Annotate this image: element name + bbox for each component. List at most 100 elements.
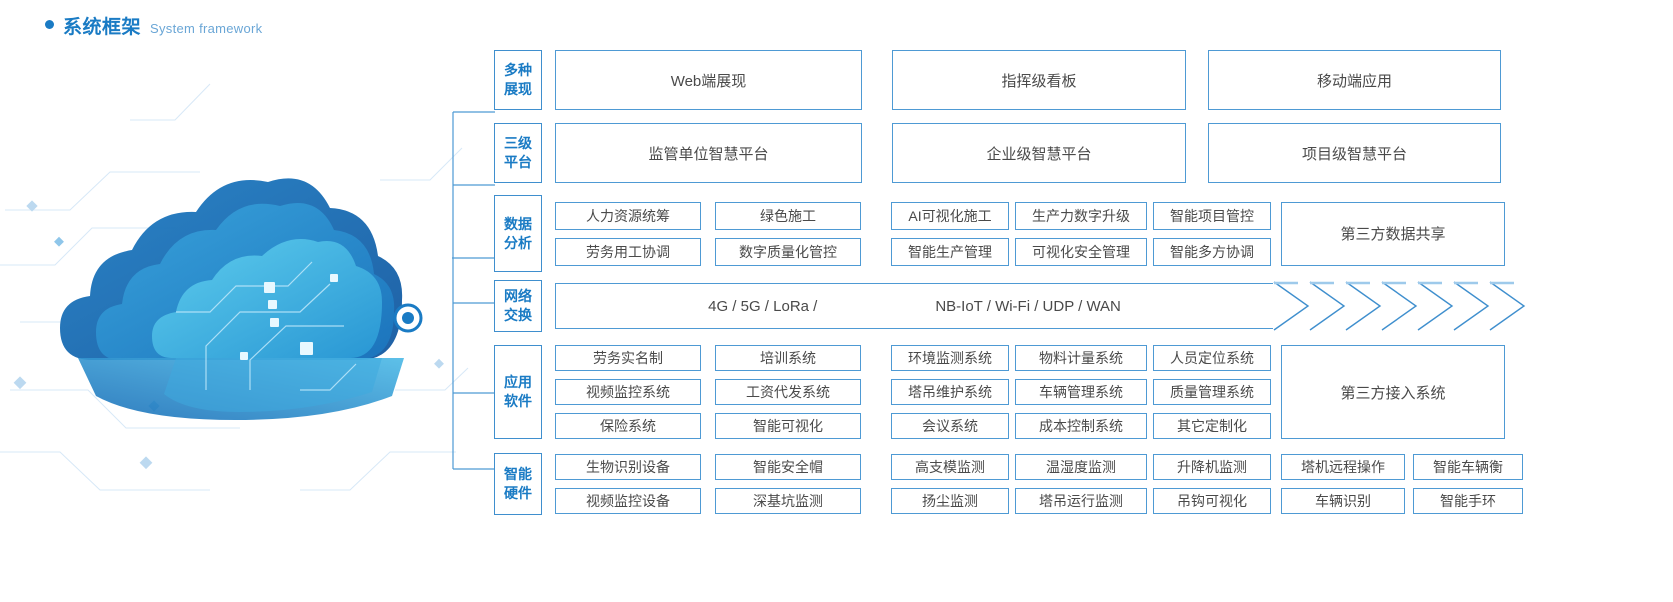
row-label-line: 智能: [504, 466, 532, 483]
row-label-line: 网络: [504, 288, 532, 305]
cell-meeting-system[interactable]: 会议系统: [891, 413, 1009, 439]
row-label-line: 交换: [504, 307, 532, 323]
cell-third-party-access-system[interactable]: 第三方接入系统: [1281, 345, 1505, 439]
cell-other-customization[interactable]: 其它定制化: [1153, 413, 1271, 439]
group-row: 塔机远程操作 智能车辆衡: [1281, 454, 1523, 480]
cloud-network-illustration: [0, 60, 470, 540]
cell-enterprise-platform[interactable]: 企业级智慧平台: [892, 123, 1186, 183]
cell-quality-mgmt-system[interactable]: 质量管理系统: [1153, 379, 1271, 405]
cell-regulator-platform[interactable]: 监管单位智慧平台: [555, 123, 862, 183]
row-network: 网络 交换 4G / 5G / LoRa / NB-IoT / Wi-Fi / …: [494, 280, 1567, 332]
cell-video-monitor-device[interactable]: 视频监控设备: [555, 488, 701, 514]
group-data-left: 人力资源统筹 绿色施工 劳务用工协调 数字质量化管控: [555, 195, 861, 272]
cell-command-board[interactable]: 指挥级看板: [892, 50, 1186, 110]
network-band: 4G / 5G / LoRa / NB-IoT / Wi-Fi / UDP / …: [555, 280, 1567, 332]
cell-personnel-positioning-system[interactable]: 人员定位系统: [1153, 345, 1271, 371]
group-row: 车辆识别 智能手环: [1281, 488, 1523, 514]
cell-productivity-upgrade[interactable]: 生产力数字升级: [1015, 201, 1147, 230]
cell-third-party-data-sharing[interactable]: 第三方数据共享: [1281, 201, 1505, 266]
cell-smart-project-control[interactable]: 智能项目管控: [1153, 201, 1271, 230]
group-row: 智能生产管理 可视化安全管理 智能多方协调: [891, 237, 1271, 266]
row-label-line: 应用: [504, 374, 532, 391]
row-label-display: 多种 展现: [494, 50, 542, 110]
row-label-line: 展现: [504, 81, 532, 97]
group-row: AI可视化施工 生产力数字升级 智能项目管控: [891, 201, 1271, 230]
group-row: 视频监控系统 工资代发系统: [555, 379, 861, 405]
row-platform: 三级 平台 监管单位智慧平台 企业级智慧平台 项目级智慧平台: [494, 123, 1501, 183]
cell-vehicle-mgmt-system[interactable]: 车辆管理系统: [1015, 379, 1147, 405]
cell-labor-coordination[interactable]: 劳务用工协调: [555, 237, 701, 266]
cell-crane-operation-monitor[interactable]: 塔吊运行监测: [1015, 488, 1147, 514]
group-row: 劳务用工协调 数字质量化管控: [555, 237, 861, 266]
cell-mobile-app[interactable]: 移动端应用: [1208, 50, 1501, 110]
group-row: 劳务实名制 培训系统: [555, 345, 861, 371]
cell-project-platform[interactable]: 项目级智慧平台: [1208, 123, 1501, 183]
cell-material-metering-system[interactable]: 物料计量系统: [1015, 345, 1147, 371]
cell-payroll-system[interactable]: 工资代发系统: [715, 379, 861, 405]
cell-insurance-system[interactable]: 保险系统: [555, 413, 701, 439]
cell-smart-weighbridge[interactable]: 智能车辆衡: [1413, 454, 1523, 480]
connector-tree: [452, 111, 495, 470]
cell-dust-monitor[interactable]: 扬尘监测: [891, 488, 1009, 514]
cell-video-monitor-system[interactable]: 视频监控系统: [555, 379, 701, 405]
cell-crane-remote-operation[interactable]: 塔机远程操作: [1281, 454, 1405, 480]
group-app-left: 劳务实名制 培训系统 视频监控系统 工资代发系统 保险系统 智能可视化: [555, 345, 861, 439]
group-row: 保险系统 智能可视化: [555, 413, 861, 439]
cell-smart-wristband[interactable]: 智能手环: [1413, 488, 1523, 514]
cell-deep-foundation-monitor[interactable]: 深基坑监测: [715, 488, 861, 514]
system-framework-diagram: 多种 展现 Web端展现 指挥级看板 移动端应用 三级 平台 监管单位智慧平台 …: [452, 45, 1673, 525]
group-hw-right: 塔机远程操作 智能车辆衡 车辆识别 智能手环: [1281, 453, 1523, 515]
group-app-middle: 环境监测系统 物料计量系统 人员定位系统 塔吊维护系统 车辆管理系统 质量管理系…: [891, 345, 1271, 439]
group-row: 扬尘监测 塔吊运行监测 吊钩可视化: [891, 488, 1271, 514]
cell-ai-visual-construction[interactable]: AI可视化施工: [891, 201, 1009, 230]
group-row: 视频监控设备 深基坑监测: [555, 488, 861, 514]
group-data-middle: AI可视化施工 生产力数字升级 智能项目管控 智能生产管理 可视化安全管理 智能…: [891, 195, 1271, 272]
cell-biometric-device[interactable]: 生物识别设备: [555, 454, 701, 480]
cell-smart-multiparty-coord[interactable]: 智能多方协调: [1153, 237, 1271, 266]
row-label-line: 硬件: [504, 485, 532, 501]
cell-vehicle-recognition[interactable]: 车辆识别: [1281, 488, 1405, 514]
row-display: 多种 展现 Web端展现 指挥级看板 移动端应用: [494, 50, 1501, 110]
bullet-dot-icon: [45, 20, 54, 29]
cell-web-display[interactable]: Web端展现: [555, 50, 862, 110]
cell-env-monitor-system[interactable]: 环境监测系统: [891, 345, 1009, 371]
chevron-arrow-group-icon: [1273, 281, 1526, 331]
row-label-app-software: 应用 软件: [494, 345, 542, 439]
page-title-cn: 系统框架: [63, 17, 142, 38]
row-label-line: 软件: [504, 393, 532, 409]
cell-green-construction[interactable]: 绿色施工: [715, 201, 861, 230]
row-data-analysis: 数据 分析 人力资源统筹 绿色施工 劳务用工协调 数字质量化管控 AI可视化施工…: [494, 195, 1505, 272]
cell-crane-maintenance-system[interactable]: 塔吊维护系统: [891, 379, 1009, 405]
row-label-line: 多种: [504, 62, 532, 79]
row-label-platform: 三级 平台: [494, 123, 542, 183]
row-label-line: 三级: [504, 135, 532, 152]
group-hw-middle: 高支模监测 温湿度监测 升降机监测 扬尘监测 塔吊运行监测 吊钩可视化: [891, 453, 1271, 515]
network-chevron-arrows: [1272, 281, 1567, 331]
cell-labor-realname[interactable]: 劳务实名制: [555, 345, 701, 371]
cell-smart-production-mgmt[interactable]: 智能生产管理: [891, 237, 1009, 266]
cell-hoist-monitor[interactable]: 升降机监测: [1153, 454, 1271, 480]
cloud-illustration-svg: [0, 83, 469, 491]
row-label-line: 数据: [504, 215, 532, 232]
row-label-line: 分析: [504, 234, 532, 251]
row-label-smart-hardware: 智能 硬件: [494, 453, 542, 515]
cell-visual-safety-mgmt[interactable]: 可视化安全管理: [1015, 237, 1147, 266]
cell-hook-visualization[interactable]: 吊钩可视化: [1153, 488, 1271, 514]
cell-temp-humidity-monitor[interactable]: 温湿度监测: [1015, 454, 1147, 480]
cell-smart-helmet[interactable]: 智能安全帽: [715, 454, 861, 480]
cell-hr-planning[interactable]: 人力资源统筹: [555, 201, 701, 230]
group-row: 人力资源统筹 绿色施工: [555, 201, 861, 230]
network-text-secondary: NB-IoT / Wi-Fi / UDP / WAN: [935, 297, 1121, 315]
cell-smart-visualization[interactable]: 智能可视化: [715, 413, 861, 439]
cell-cost-control-system[interactable]: 成本控制系统: [1015, 413, 1147, 439]
cell-digital-quality-control[interactable]: 数字质量化管控: [715, 237, 861, 266]
group-row: 高支模监测 温湿度监测 升降机监测: [891, 454, 1271, 480]
row-label-network: 网络 交换: [494, 280, 542, 332]
page-header: 系统框架 System framework: [45, 12, 262, 39]
network-protocol-box: 4G / 5G / LoRa / NB-IoT / Wi-Fi / UDP / …: [555, 283, 1273, 329]
group-row: 环境监测系统 物料计量系统 人员定位系统: [891, 345, 1271, 371]
cell-high-formwork-monitor[interactable]: 高支模监测: [891, 454, 1009, 480]
group-row: 生物识别设备 智能安全帽: [555, 454, 861, 480]
cell-training-system[interactable]: 培训系统: [715, 345, 861, 371]
row-label-data-analysis: 数据 分析: [494, 195, 542, 272]
